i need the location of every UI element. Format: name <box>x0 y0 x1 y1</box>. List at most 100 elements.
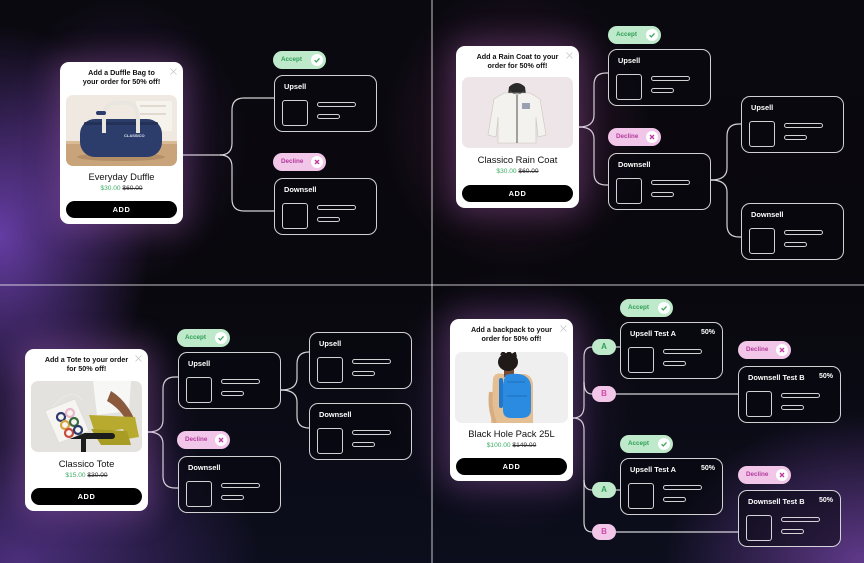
text-placeholder-line <box>651 76 690 81</box>
thumbnail-placeholder <box>317 357 343 383</box>
x-icon <box>646 131 658 143</box>
original-price: $30.00 <box>87 472 108 479</box>
decline-pill: Decline <box>273 153 326 171</box>
x-icon <box>776 344 788 356</box>
decline-label: Decline <box>746 346 769 353</box>
second-downsell-node[interactable]: Downsell <box>309 403 412 460</box>
add-button[interactable]: ADD <box>31 488 142 505</box>
close-icon[interactable] <box>566 52 573 59</box>
upsell-node[interactable]: Upsell <box>274 75 377 132</box>
decline-pill: Decline <box>608 128 661 146</box>
product-image-rain-coat <box>462 77 573 148</box>
second-upsell-node[interactable]: Upsell <box>309 332 412 389</box>
accept-pill: Accept <box>177 329 230 347</box>
node-title: Upsell <box>188 359 211 368</box>
accept-label: Accept <box>185 334 206 341</box>
accept-pill: Accept <box>608 26 661 44</box>
text-placeholder-line <box>663 361 686 366</box>
text-placeholder-line <box>781 393 820 398</box>
offer-card-backpack: Add a backpack to your order for 50% off… <box>450 319 573 481</box>
quadrant-divider-vertical <box>431 0 433 563</box>
upsell-node[interactable]: Upsell <box>178 352 281 409</box>
accept-pill: Accept <box>620 435 673 453</box>
downsell-node[interactable]: Downsell <box>178 456 281 513</box>
decline-pill: Decline <box>177 431 230 449</box>
thumbnail-placeholder <box>749 121 775 147</box>
split-percentage: 50% <box>700 465 715 472</box>
text-placeholder-line <box>221 495 244 500</box>
text-placeholder-line <box>784 123 823 128</box>
second-downsell-node[interactable]: Downsell <box>741 203 844 260</box>
product-name: Classico Rain Coat <box>477 154 558 165</box>
sale-price: $30.00 <box>100 185 121 192</box>
variant-a-badge: A <box>592 339 616 355</box>
thumbnail-placeholder <box>282 100 308 126</box>
add-button[interactable]: ADD <box>462 185 573 202</box>
text-placeholder-line <box>352 371 375 376</box>
thumbnail-placeholder <box>186 377 212 403</box>
decline-pill: Decline <box>738 341 791 359</box>
add-button[interactable]: ADD <box>66 201 177 218</box>
add-button[interactable]: ADD <box>456 458 567 475</box>
svg-text:CLASSICO: CLASSICO <box>124 133 145 138</box>
check-icon <box>658 438 670 450</box>
node-title: Upsell <box>751 103 774 112</box>
text-placeholder-line <box>781 517 820 522</box>
product-name: Black Hole Pack 25L <box>468 428 555 439</box>
text-placeholder-line <box>663 349 702 354</box>
text-placeholder-line <box>221 391 244 396</box>
downsell-test-b-node[interactable]: Downsell Test B 50% <box>738 490 841 547</box>
decline-label: Decline <box>746 471 769 478</box>
node-title: Upsell Test A <box>630 465 676 474</box>
text-placeholder-line <box>781 529 804 534</box>
node-title: Upsell <box>618 56 641 65</box>
downsell-node[interactable]: Downsell <box>274 178 377 235</box>
decline-label: Decline <box>616 133 639 140</box>
product-image-duffle-bag: CLASSICO <box>66 95 177 166</box>
text-placeholder-line <box>221 379 260 384</box>
upsell-node[interactable]: Upsell <box>608 49 711 106</box>
close-icon[interactable] <box>135 355 142 362</box>
thumbnail-placeholder <box>746 391 772 417</box>
text-placeholder-line <box>221 483 260 488</box>
downsell-node[interactable]: Downsell <box>608 153 711 210</box>
thumbnail-placeholder <box>186 481 212 507</box>
thumbnail-placeholder <box>746 515 772 541</box>
text-placeholder-line <box>663 497 686 502</box>
text-placeholder-line <box>317 205 356 210</box>
decline-label: Decline <box>185 436 208 443</box>
close-icon[interactable] <box>560 325 567 332</box>
accept-label: Accept <box>616 31 637 38</box>
node-title: Downsell <box>188 463 221 472</box>
decline-pill: Decline <box>738 466 791 484</box>
upsell-test-a-node[interactable]: Upsell Test A 50% <box>620 322 723 379</box>
price-row: $30.00 $60.00 <box>456 168 579 175</box>
x-icon <box>776 469 788 481</box>
split-percentage: 50% <box>818 497 833 504</box>
node-title: Downsell <box>618 160 651 169</box>
node-title: Downsell Test B <box>748 497 805 506</box>
node-title: Downsell <box>751 210 784 219</box>
thumbnail-placeholder <box>749 228 775 254</box>
upsell-test-a-node[interactable]: Upsell Test A 50% <box>620 458 723 515</box>
thumbnail-placeholder <box>616 74 642 100</box>
text-placeholder-line <box>352 442 375 447</box>
product-image-backpack <box>455 352 568 423</box>
text-placeholder-line <box>317 102 356 107</box>
variant-b-badge: B <box>592 524 616 540</box>
node-title: Upsell <box>284 82 307 91</box>
sale-price: $100.00 <box>486 442 511 449</box>
original-price: $149.00 <box>512 442 537 449</box>
check-icon <box>215 332 227 344</box>
price-row: $30.00 $60.00 <box>60 185 183 192</box>
second-upsell-node[interactable]: Upsell <box>741 96 844 153</box>
price-row: $15.00 $30.00 <box>25 472 148 479</box>
accept-label: Accept <box>628 304 649 311</box>
downsell-test-b-node[interactable]: Downsell Test B 50% <box>738 366 841 423</box>
offer-card-tote: Add a Tote to your order for 50% off! Cl… <box>25 349 148 511</box>
original-price: $60.00 <box>518 168 539 175</box>
quadrant-divider-horizontal <box>0 284 864 286</box>
text-placeholder-line <box>663 485 702 490</box>
close-icon[interactable] <box>170 68 177 75</box>
text-placeholder-line <box>352 359 391 364</box>
